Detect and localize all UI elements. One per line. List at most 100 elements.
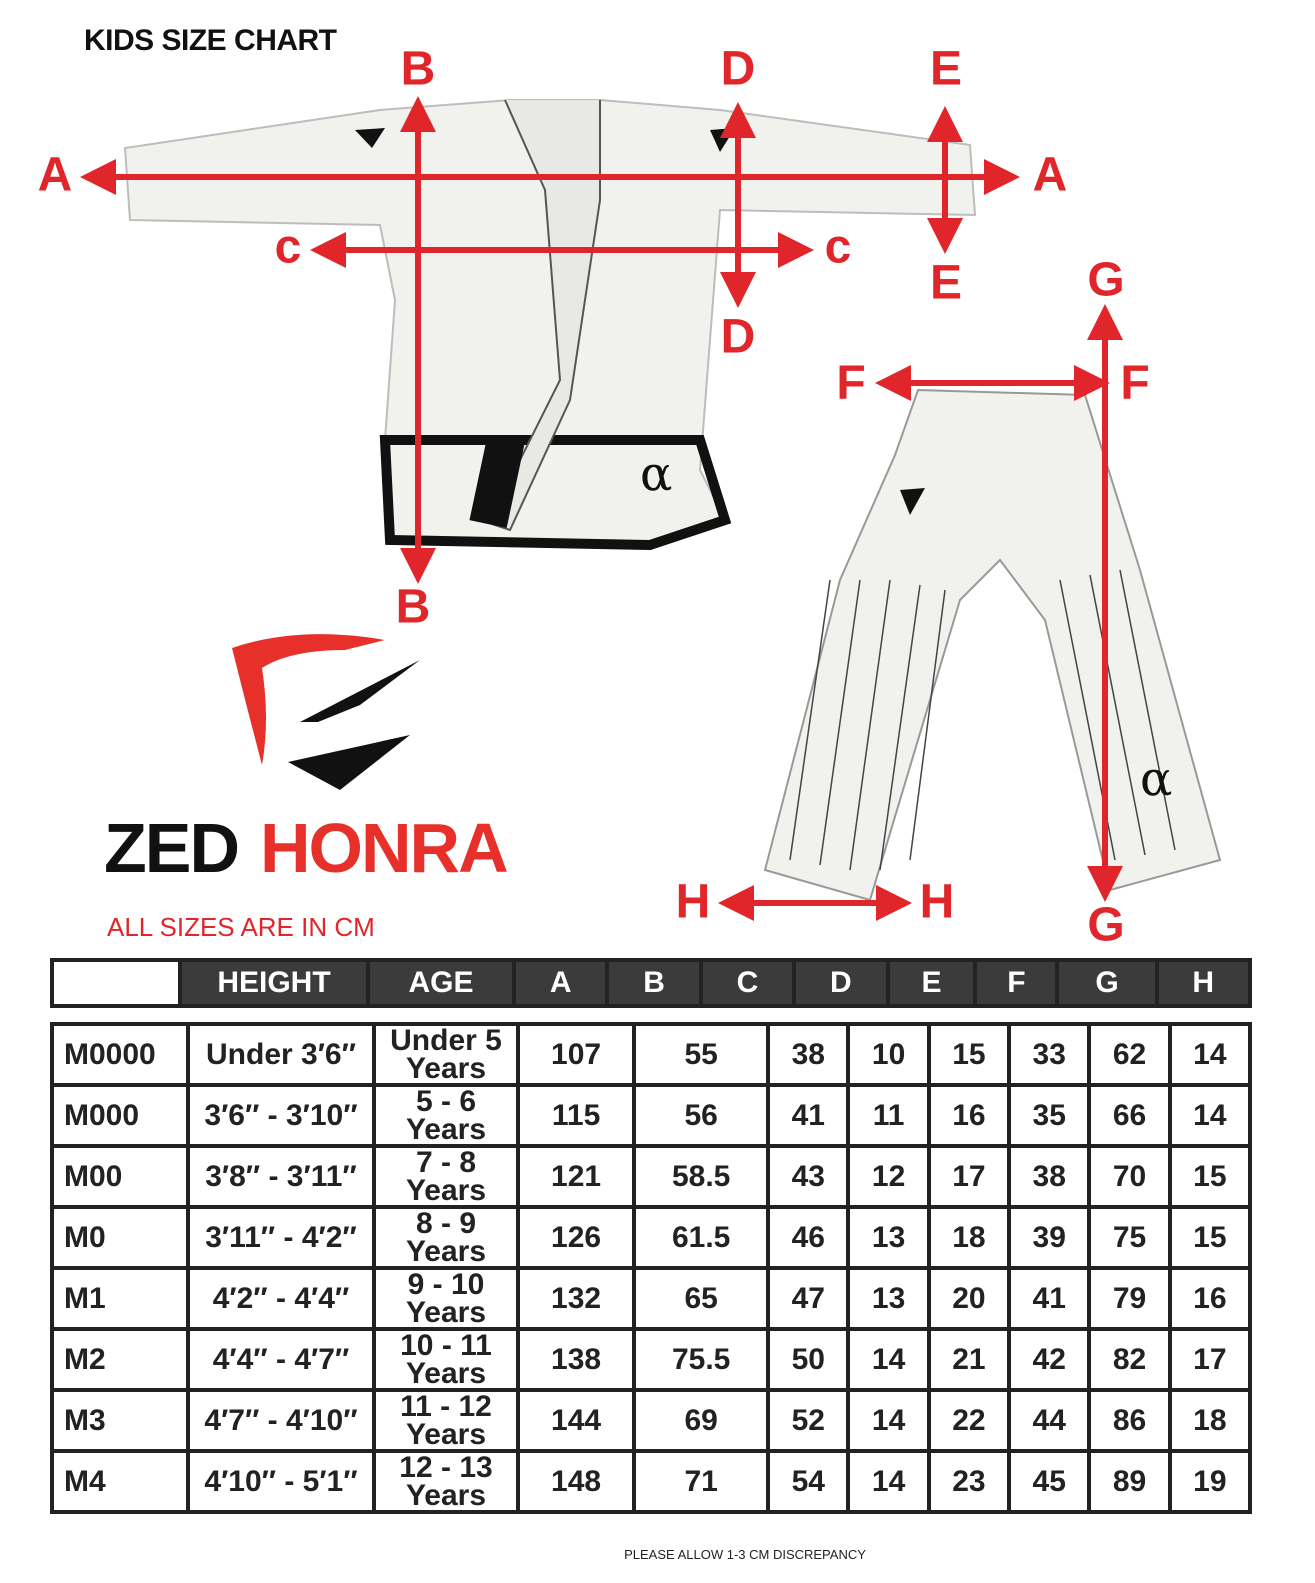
units-note: ALL SIZES ARE IN CM [107,912,375,942]
cell-age: 7 - 8 Years [372,1144,520,1209]
label-h-right: H [920,876,955,929]
label-e-bottom: E [930,257,962,310]
header-age: AGE [366,958,516,1008]
cell-g: 66 [1087,1083,1172,1148]
header-blank [50,958,182,1008]
brand-zed: ZED [104,809,240,887]
cell-d: 14 [846,1327,931,1392]
cell-c: 46 [766,1205,851,1270]
cell-size: M00 [50,1144,190,1209]
cell-e: 18 [926,1205,1012,1270]
discrepancy-note: PLEASE ALLOW 1-3 CM DISCREPANCY [624,1547,866,1562]
cell-g: 79 [1087,1266,1172,1331]
cell-size: M000 [50,1083,190,1148]
label-f-right: F [1120,357,1149,410]
cell-height: Under 3′6″ [186,1022,376,1087]
cell-h: 16 [1167,1266,1253,1331]
brand-logo-icon [232,634,420,790]
cell-c: 52 [766,1388,851,1453]
cell-h: 17 [1167,1327,1253,1392]
cell-b: 71 [632,1449,771,1514]
cell-age: 11 - 12 Years [372,1388,520,1453]
cell-c: 47 [766,1266,851,1331]
cell-height: 3′8″ - 3′11″ [186,1144,376,1209]
cell-height: 4′10″ - 5′1″ [186,1449,376,1514]
page-title: KIDS SIZE CHART [84,24,337,57]
cell-e: 21 [926,1327,1012,1392]
cell-c: 41 [766,1083,851,1148]
label-d-bottom: D [721,311,756,364]
cell-height: 3′11″ - 4′2″ [186,1205,376,1270]
cell-f: 42 [1007,1327,1092,1392]
header-e: E [885,958,978,1008]
cell-g: 82 [1087,1327,1172,1392]
cell-c: 50 [766,1327,851,1392]
header-f: F [973,958,1060,1008]
cell-e: 15 [926,1022,1012,1087]
cell-b: 65 [632,1266,771,1331]
cell-b: 55 [632,1022,771,1087]
svg-text:α: α [1140,751,1172,807]
cell-h: 14 [1167,1022,1253,1087]
cell-size: M2 [50,1327,190,1392]
cell-a: 138 [515,1327,637,1392]
cell-e: 16 [926,1083,1012,1148]
cell-d: 12 [846,1144,931,1209]
cell-h: 14 [1167,1083,1253,1148]
cell-d: 14 [846,1388,931,1453]
header-d: D [792,958,890,1008]
cell-height: 4′4″ - 4′7″ [186,1327,376,1392]
cell-c: 43 [766,1144,851,1209]
label-d-top: D [721,43,756,96]
cell-size: M4 [50,1449,190,1514]
cell-a: 107 [515,1022,637,1087]
cell-a: 121 [515,1144,637,1209]
cell-a: 132 [515,1266,637,1331]
cell-c: 38 [766,1022,851,1087]
cell-h: 19 [1167,1449,1253,1514]
measurement-arrows [80,96,1123,921]
cell-h: 18 [1167,1388,1253,1453]
cell-f: 35 [1007,1083,1092,1148]
cell-d: 14 [846,1449,931,1514]
header-a: A [511,958,610,1008]
header-b: B [605,958,703,1008]
cell-a: 126 [515,1205,637,1270]
svg-text:α: α [640,446,672,502]
header-height: HEIGHT [178,958,370,1008]
cell-f: 45 [1007,1449,1092,1514]
cell-height: 4′7″ - 4′10″ [186,1388,376,1453]
cell-d: 10 [846,1022,931,1087]
label-g-top: G [1087,254,1124,307]
cell-f: 44 [1007,1388,1092,1453]
cell-g: 86 [1087,1388,1172,1453]
cell-e: 17 [926,1144,1012,1209]
cell-f: 38 [1007,1144,1092,1209]
cell-age: 8 - 9 Years [372,1205,520,1270]
cell-size: M0 [50,1205,190,1270]
cell-height: 3′6″ - 3′10″ [186,1083,376,1148]
cell-h: 15 [1167,1205,1253,1270]
cell-a: 115 [515,1083,637,1148]
cell-e: 20 [926,1266,1012,1331]
cell-d: 13 [846,1266,931,1331]
cell-f: 39 [1007,1205,1092,1270]
cell-f: 33 [1007,1022,1092,1087]
cell-age: 5 - 6 Years [372,1083,520,1148]
cell-e: 23 [926,1449,1012,1514]
cell-height: 4′2″ - 4′4″ [186,1266,376,1331]
cell-a: 144 [515,1388,637,1453]
label-g-bottom: G [1087,899,1124,952]
cell-g: 70 [1087,1144,1172,1209]
cell-size: M0000 [50,1022,190,1087]
header-row: HEIGHT AGE A B C D E F G H [50,958,1253,1008]
label-c-right: c [825,221,852,274]
